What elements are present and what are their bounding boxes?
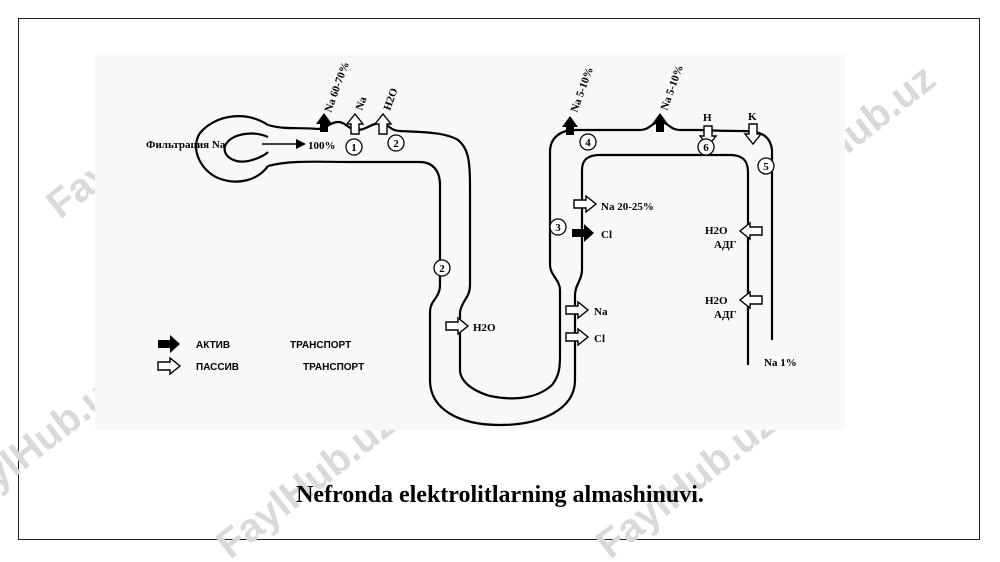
label-h2o-adh-2: H2O <box>705 295 728 307</box>
filtration-arrow <box>262 139 306 149</box>
label-h2o-adh-1: H2O <box>705 225 728 237</box>
label-na-20-25: Na 20-25% <box>601 201 654 213</box>
legend-active-transport: ТРАНСПОРТ <box>290 340 351 351</box>
segment-circles <box>345 133 775 277</box>
passive-arrow-h2o-desc <box>445 316 470 336</box>
label-k-plus: K <box>748 111 757 123</box>
active-arrow-na-prox <box>316 113 332 132</box>
legend: АКТИВ ТРАНСПОРТ ПАССИВ ТРАНСПОРТ <box>196 340 364 373</box>
label-na-asc: Na <box>594 306 608 318</box>
segment-numbers: 1 2 2 3 4 6 5 <box>351 137 769 275</box>
passive-arrow-k-plus <box>743 123 763 146</box>
segment-number-6: 6 <box>703 142 709 154</box>
legend-active-arrow <box>158 335 180 353</box>
figure-caption: Nefronda elektrolitlarning almashinuvi. <box>296 482 704 508</box>
label-adh-2: АДГ <box>714 309 737 321</box>
label-na-passive: Na <box>354 95 370 112</box>
active-arrow-na-asc <box>562 116 578 135</box>
legend-passive-arrow <box>157 356 182 376</box>
filtration-label: Фильтрация Na <box>146 139 226 151</box>
active-arrows <box>158 113 668 353</box>
segment-number-2-desc: 2 <box>439 263 445 275</box>
legend-passive-word: ПАССИВ <box>196 362 239 373</box>
label-na-1: Na 1% <box>764 357 797 369</box>
label-adh-1: АДГ <box>714 239 737 251</box>
passive-arrow-na-lower <box>565 300 590 320</box>
segment-number-3: 3 <box>555 222 561 234</box>
filtration-percent: 100% <box>308 140 336 152</box>
segment-number-4: 4 <box>585 137 591 149</box>
label-h2o-desc: H2O <box>473 322 496 334</box>
passive-arrow-h2o-adh2 <box>738 290 763 310</box>
figure-frame <box>18 18 980 540</box>
passive-arrow-na-20 <box>573 194 598 214</box>
bowman-capsule <box>194 115 269 183</box>
passive-arrow-h2o-prox <box>373 112 393 135</box>
segment-number-1: 1 <box>351 142 357 154</box>
legend-active-word: АКТИВ <box>196 340 230 351</box>
active-arrow-cl <box>572 224 594 242</box>
active-arrow-na-dist <box>652 113 668 132</box>
label-h-plus: H <box>703 112 712 124</box>
segment-number-2: 2 <box>393 138 399 150</box>
glomerulus-inner <box>223 132 269 163</box>
passive-arrow-na-prox <box>345 112 365 135</box>
passive-arrow-h2o-adh1 <box>738 221 763 241</box>
segment-number-5: 5 <box>763 161 769 173</box>
label-cl-active: Cl <box>601 229 612 241</box>
proximal-tubule-bottom <box>267 153 750 427</box>
passive-arrow-cl-lower <box>565 327 590 347</box>
legend-passive-transport: ТРАНСПОРТ <box>303 362 364 373</box>
label-cl-asc: Cl <box>594 333 605 345</box>
